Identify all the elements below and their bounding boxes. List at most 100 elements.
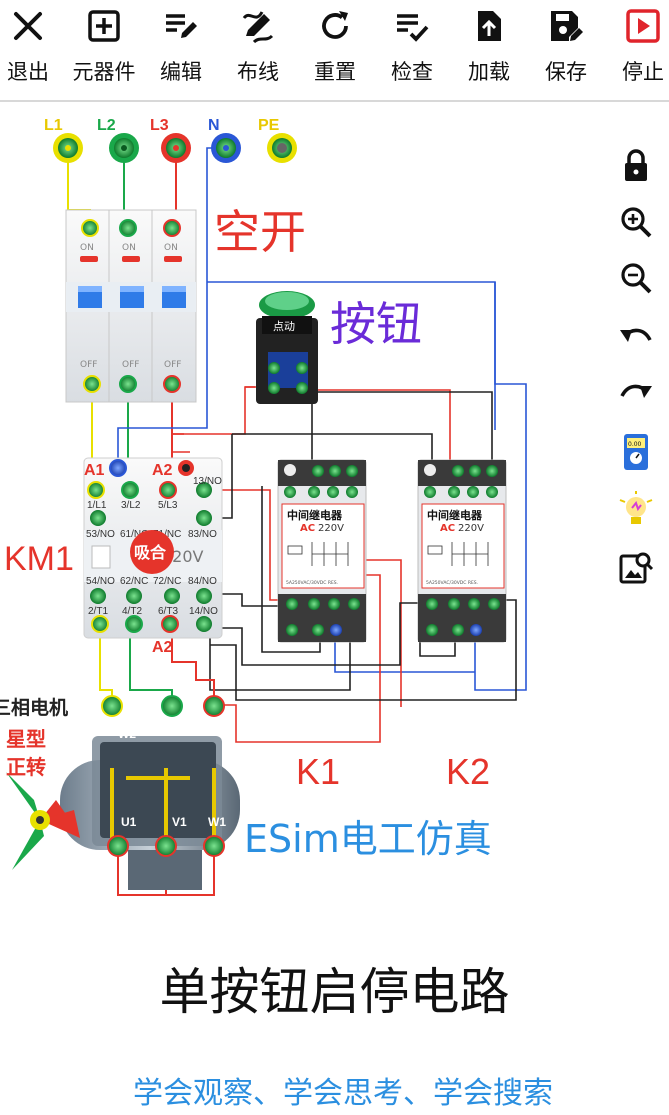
check-label: 检查 bbox=[391, 60, 433, 84]
k2-volt: 220V bbox=[458, 523, 484, 534]
km1-mid-term-1: 53/NO bbox=[86, 529, 115, 540]
km1-low-term-1: 54/NO bbox=[86, 576, 115, 587]
terminal-n[interactable] bbox=[211, 133, 241, 163]
motor-title-1: 三相电机 bbox=[0, 696, 68, 719]
save-button[interactable]: 保存 bbox=[528, 0, 604, 96]
zoom-out-icon bbox=[621, 263, 652, 294]
label-pe: PE bbox=[258, 117, 280, 134]
k1-title: 中间继电器 bbox=[287, 508, 343, 522]
terminal-pe[interactable] bbox=[267, 133, 297, 163]
k2-label: K2 bbox=[446, 751, 490, 792]
km1-a2-top-label: A2 bbox=[152, 462, 173, 479]
add-box-icon bbox=[88, 10, 120, 42]
components-button[interactable]: 元器件 bbox=[66, 0, 142, 96]
button-title: 按钮 bbox=[330, 297, 422, 351]
load-label: 加载 bbox=[468, 60, 510, 84]
brand-text: ESim电工仿真 bbox=[244, 817, 492, 861]
circuit-breaker[interactable]: ON ON ON OFF OFF OFF bbox=[65, 209, 197, 403]
motor-title-2: 星型 bbox=[6, 727, 46, 751]
zoom-in-icon bbox=[621, 207, 652, 238]
km1-mid-term-3: 71/NC bbox=[153, 529, 181, 540]
breaker-on-2: ON bbox=[122, 243, 136, 253]
upload-file-icon bbox=[478, 11, 501, 41]
save-edit-icon bbox=[551, 11, 583, 41]
toolbar: 退出 元器件 编辑 布线 重置 检查 加载 保存 停止 bbox=[0, 0, 669, 102]
k1-volt: 220V bbox=[318, 523, 344, 534]
stop-label: 停止 bbox=[622, 60, 664, 84]
refresh-icon bbox=[322, 11, 348, 39]
km1-status-badge bbox=[130, 530, 174, 574]
check-button[interactable]: 检查 bbox=[374, 0, 450, 96]
km1-a2-bottom-label: A2 bbox=[152, 639, 173, 656]
km1-bottom-term-1: 2/T1 bbox=[88, 606, 108, 617]
undo-icon bbox=[620, 328, 652, 342]
lock-icon bbox=[625, 149, 647, 181]
edit-button[interactable]: 编辑 bbox=[143, 0, 219, 96]
k1-rating: 5A250VAC/30VDC RES. bbox=[286, 580, 338, 586]
stop-play-icon bbox=[626, 9, 660, 43]
km1-mid-term-2: 61/NC bbox=[120, 529, 148, 540]
k2-schematic bbox=[427, 542, 489, 566]
caption-title: 单按钮启停电路 bbox=[159, 963, 510, 1021]
bulb-icon bbox=[619, 491, 653, 524]
km1-bottom-term-2: 4/T2 bbox=[122, 606, 142, 617]
relay-k1[interactable]: 中间继电器 AC 220V 5A250VAC/30VDC RES. bbox=[277, 459, 367, 643]
bulb-button[interactable] bbox=[616, 490, 656, 530]
screenshot-icon bbox=[619, 552, 654, 584]
k2-ac: AC bbox=[440, 523, 455, 534]
km1-low-term-2: 62/NC bbox=[120, 576, 148, 587]
label-l2: L2 bbox=[97, 117, 116, 134]
km1-bottom-term-3: 6/T3 bbox=[158, 606, 178, 617]
power-terminals: L1 L2 L3 N PE bbox=[44, 117, 297, 163]
zoom-in-button[interactable] bbox=[616, 202, 656, 242]
three-phase-motor[interactable]: W2 U2 V2 U1 V1 W1 bbox=[6, 695, 240, 890]
circuit-canvas[interactable]: L1 L2 L3 N PE ON ON ON OFF OFF OFF 空开 bbox=[0, 104, 669, 1115]
breaker-off-1: OFF bbox=[80, 360, 97, 370]
k2-title: 中间继电器 bbox=[427, 508, 483, 522]
breaker-title: 空开 bbox=[214, 205, 306, 259]
terminal-l3[interactable] bbox=[161, 133, 191, 163]
k1-schematic bbox=[287, 542, 349, 566]
load-button[interactable]: 加载 bbox=[451, 0, 527, 96]
wiring-label: 布线 bbox=[237, 60, 279, 84]
lock-button[interactable] bbox=[616, 146, 656, 186]
k1-ac: AC bbox=[300, 523, 315, 534]
km1-title: KM1 bbox=[4, 540, 74, 578]
contactor-km1[interactable]: 1/L1 3/L2 5/L3 13/NO 53/NO 61/NC 71/NC 8… bbox=[83, 457, 223, 639]
motor-u2: U2 bbox=[172, 725, 188, 739]
close-icon bbox=[14, 12, 42, 40]
breaker-top-screws bbox=[81, 219, 181, 393]
km1-a1-label: A1 bbox=[84, 462, 105, 479]
components-label: 元器件 bbox=[72, 60, 136, 84]
breaker-on-1: ON bbox=[80, 243, 94, 253]
multimeter-icon: 0.00 bbox=[624, 434, 648, 470]
breaker-on-3: ON bbox=[164, 243, 178, 253]
motor-v2: V2 bbox=[215, 725, 230, 739]
breaker-off-2: OFF bbox=[122, 360, 139, 370]
redo-button[interactable] bbox=[616, 374, 656, 414]
multimeter-button[interactable]: 0.00 bbox=[616, 432, 656, 472]
push-button[interactable]: 点动 bbox=[256, 291, 318, 404]
terminal-l2[interactable] bbox=[109, 133, 139, 163]
km1-top-term-1: 1/L1 bbox=[87, 500, 107, 511]
motor-w2: W2 bbox=[118, 727, 136, 741]
km1-top-term-2: 3/L2 bbox=[121, 500, 141, 511]
motor-u1: U1 bbox=[121, 815, 137, 829]
label-l3: L3 bbox=[150, 117, 169, 134]
edit-label: 编辑 bbox=[160, 60, 202, 84]
breaker-off-3: OFF bbox=[164, 360, 181, 370]
label-n: N bbox=[208, 117, 220, 134]
screenshot-button[interactable] bbox=[616, 548, 656, 588]
k2-rating: 5A250VAC/30VDC RES. bbox=[426, 580, 478, 586]
zoom-out-button[interactable] bbox=[616, 258, 656, 298]
reset-button[interactable]: 重置 bbox=[297, 0, 373, 96]
wiring-button[interactable]: 布线 bbox=[220, 0, 296, 96]
checklist-icon bbox=[397, 14, 429, 42]
terminal-l1[interactable] bbox=[53, 133, 83, 163]
km1-status-text: 吸合 bbox=[134, 543, 167, 562]
relay-k2[interactable]: 中间继电器 AC 220V 5A250VAC/30VDC RES. bbox=[417, 459, 507, 643]
km1-screws bbox=[87, 459, 212, 633]
undo-button[interactable] bbox=[616, 318, 656, 358]
stop-button[interactable]: 停止 bbox=[605, 0, 669, 96]
exit-button[interactable]: 退出 bbox=[0, 0, 66, 96]
